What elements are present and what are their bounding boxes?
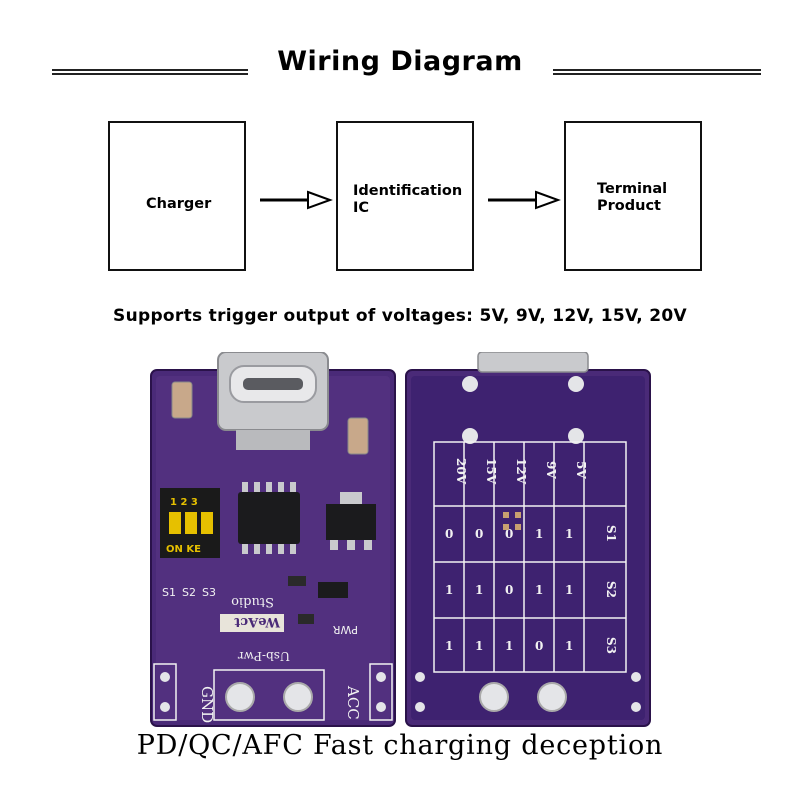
cell-s3-5v: 1: [565, 639, 573, 653]
header-9v: 9V: [544, 461, 558, 479]
header-20v: 20V: [454, 458, 468, 485]
identification-ic-label: Identification IC: [353, 183, 463, 216]
row-s2-label: S2: [604, 581, 618, 598]
front-s1-label: S1: [162, 586, 176, 599]
weact-logo-text: WeAct: [234, 614, 281, 629]
cell-s3-20v: 1: [445, 639, 453, 653]
pcb-photo: 1 2 3 ON KE S1 S2 S3: [150, 352, 651, 727]
cell-s2-20v: 1: [445, 583, 453, 597]
title-rule-right: [553, 69, 761, 71]
terminal-product-label: Terminal Product: [597, 181, 668, 214]
weact-logo: WeAct Studio: [220, 594, 284, 632]
cell-s2-9v: 1: [535, 583, 543, 597]
dip-switch-on-label: ON KE: [166, 544, 201, 555]
cell-s1-9v: 1: [535, 527, 543, 541]
voltage-support-text: Supports trigger output of voltages: 5V,…: [113, 306, 687, 326]
header-15v: 15V: [484, 458, 498, 485]
arrow-2-icon: [488, 190, 561, 210]
arrow-1-icon: [260, 190, 333, 210]
pwr-label: PWR: [332, 623, 358, 636]
cell-s3-15v: 1: [475, 639, 483, 653]
cell-s3-12v: 1: [505, 639, 513, 653]
row-s3-label: S3: [604, 637, 618, 654]
front-s2-label: S2: [182, 586, 196, 599]
front-board: 1 2 3 ON KE S1 S2 S3: [150, 352, 396, 727]
cell-s1-20v: 0: [445, 527, 453, 541]
dip-switch-numbers: 1 2 3: [170, 497, 198, 508]
header-12v: 12V: [514, 458, 528, 485]
header-5v: 5V: [574, 461, 588, 479]
board-name-label: Usb-Pwr: [238, 649, 290, 663]
cell-s1-15v: 0: [475, 527, 483, 541]
voltage-table-grid: [433, 441, 627, 673]
charger-label: Charger: [146, 196, 212, 212]
regulator-chip: [326, 492, 376, 550]
weact-studio-text: Studio: [231, 594, 274, 609]
cell-s3-9v: 0: [535, 639, 543, 653]
back-board: 5V 9V 12V 15V 20V S1 S2 S3 1 1 0 0 0 1 1…: [405, 352, 651, 727]
usb-c-connector-icon: [217, 352, 329, 450]
front-s3-label: S3: [202, 586, 216, 599]
cell-s1-12v: 0: [505, 527, 513, 541]
charger-box: Charger: [108, 121, 246, 271]
title-rule-left: [52, 69, 248, 71]
gnd-label: GND: [198, 686, 216, 723]
caption-text: PD/QC/AFC Fast charging deception: [136, 730, 664, 761]
cell-s1-5v: 1: [565, 527, 573, 541]
cell-s2-12v: 0: [505, 583, 513, 597]
main-ic-chip: [238, 482, 300, 554]
cell-s2-5v: 1: [565, 583, 573, 597]
dip-switch: 1 2 3 ON KE: [160, 488, 220, 558]
front-terminal-pads: GND ACC: [153, 663, 393, 723]
terminal-product-box: Terminal Product: [564, 121, 702, 271]
row-s1-label: S1: [604, 525, 618, 542]
acc-label: ACC: [344, 685, 362, 720]
identification-ic-box: Identification IC: [336, 121, 474, 271]
cell-s2-15v: 1: [475, 583, 483, 597]
page-title: Wiring Diagram: [277, 46, 523, 77]
